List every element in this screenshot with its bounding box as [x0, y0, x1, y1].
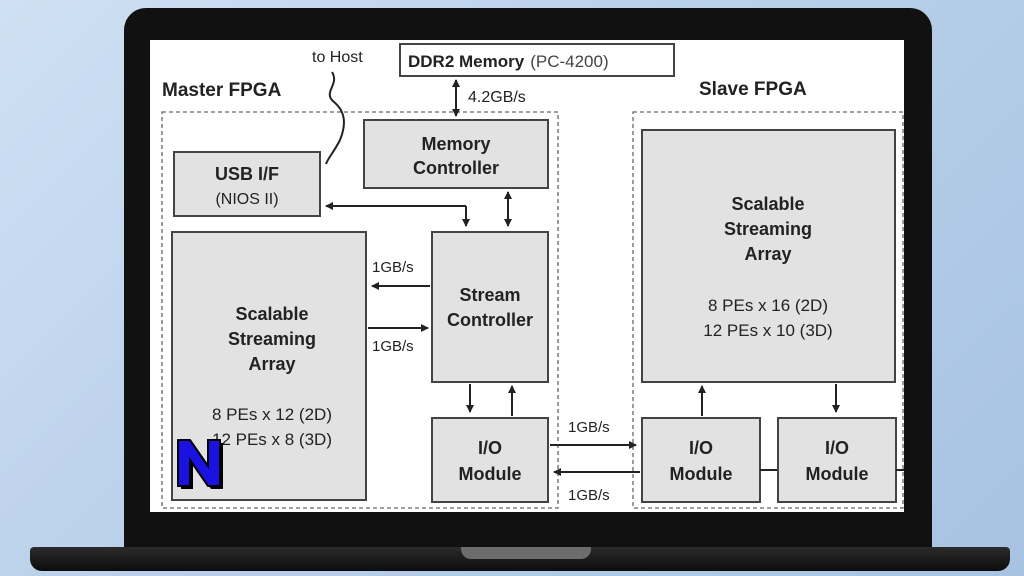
slave-array-box: [641, 129, 896, 383]
slave-io-left-line1: I/O: [689, 438, 713, 458]
master-array-pes-3d: 12 PEs x 8 (3D): [212, 430, 332, 449]
ddr2-memory-box: [399, 43, 675, 77]
ddr2-memory-label: DDR2 Memory(PC-4200): [408, 52, 609, 71]
memory-bandwidth-label: 4.2GB/s: [468, 89, 526, 106]
bandwidth-label-1: 1GB/s: [372, 259, 414, 276]
slave-fpga-label: Slave FPGA: [699, 79, 807, 100]
master-array-title-2: Streaming: [228, 329, 316, 349]
slave-fpga-region: [632, 111, 904, 509]
to-host-label: to Host: [312, 49, 363, 66]
slave-io-right-line2: Module: [806, 464, 869, 484]
architecture-diagram: Master FPGA Slave FPGA DDR2 Memory(PC-42…: [161, 43, 904, 509]
slave-io-module-left-box: [641, 417, 761, 503]
master-fpga-region: [161, 111, 559, 509]
laptop-screen: Master FPGA Slave FPGA DDR2 Memory(PC-42…: [150, 40, 904, 512]
bandwidth-label-2: 1GB/s: [372, 338, 414, 355]
usb-interface-line1: USB I/F: [215, 164, 279, 184]
master-array-pes-2d: 8 PEs x 12 (2D): [212, 405, 332, 424]
master-array-title-1: Scalable: [235, 304, 308, 324]
slave-array-title-1: Scalable: [731, 194, 804, 214]
stream-controller-line1: Stream: [459, 285, 520, 305]
to-host-connector: [325, 71, 345, 165]
slave-array-title-3: Array: [744, 244, 791, 264]
master-array-box: [171, 231, 367, 501]
slave-io-module-right-box: [777, 417, 897, 503]
stream-controller-box: [431, 231, 549, 383]
laptop-notch: [461, 547, 591, 559]
master-io-line1: I/O: [478, 438, 502, 458]
slave-io-left-line2: Module: [670, 464, 733, 484]
stream-controller-line2: Controller: [447, 310, 533, 330]
master-fpga-label: Master FPGA: [162, 80, 282, 101]
slave-array-pes-3d: 12 PEs x 10 (3D): [703, 321, 832, 340]
slave-array-title-2: Streaming: [724, 219, 812, 239]
memory-controller-line2: Controller: [413, 158, 499, 178]
memory-controller-box: [363, 119, 549, 189]
slave-io-right-line1: I/O: [825, 438, 849, 458]
master-io-line2: Module: [459, 464, 522, 484]
master-io-module-box: [431, 417, 549, 503]
bandwidth-label-4: 1GB/s: [568, 487, 610, 504]
n-logo: [177, 439, 223, 489]
memory-controller-line1: Memory: [421, 134, 490, 154]
slave-array-pes-2d: 8 PEs x 16 (2D): [708, 296, 828, 315]
usb-interface-box: [173, 151, 321, 217]
master-array-title-3: Array: [248, 354, 295, 374]
usb-interface-line2: (NIOS II): [215, 191, 278, 208]
bandwidth-label-3: 1GB/s: [568, 419, 610, 436]
